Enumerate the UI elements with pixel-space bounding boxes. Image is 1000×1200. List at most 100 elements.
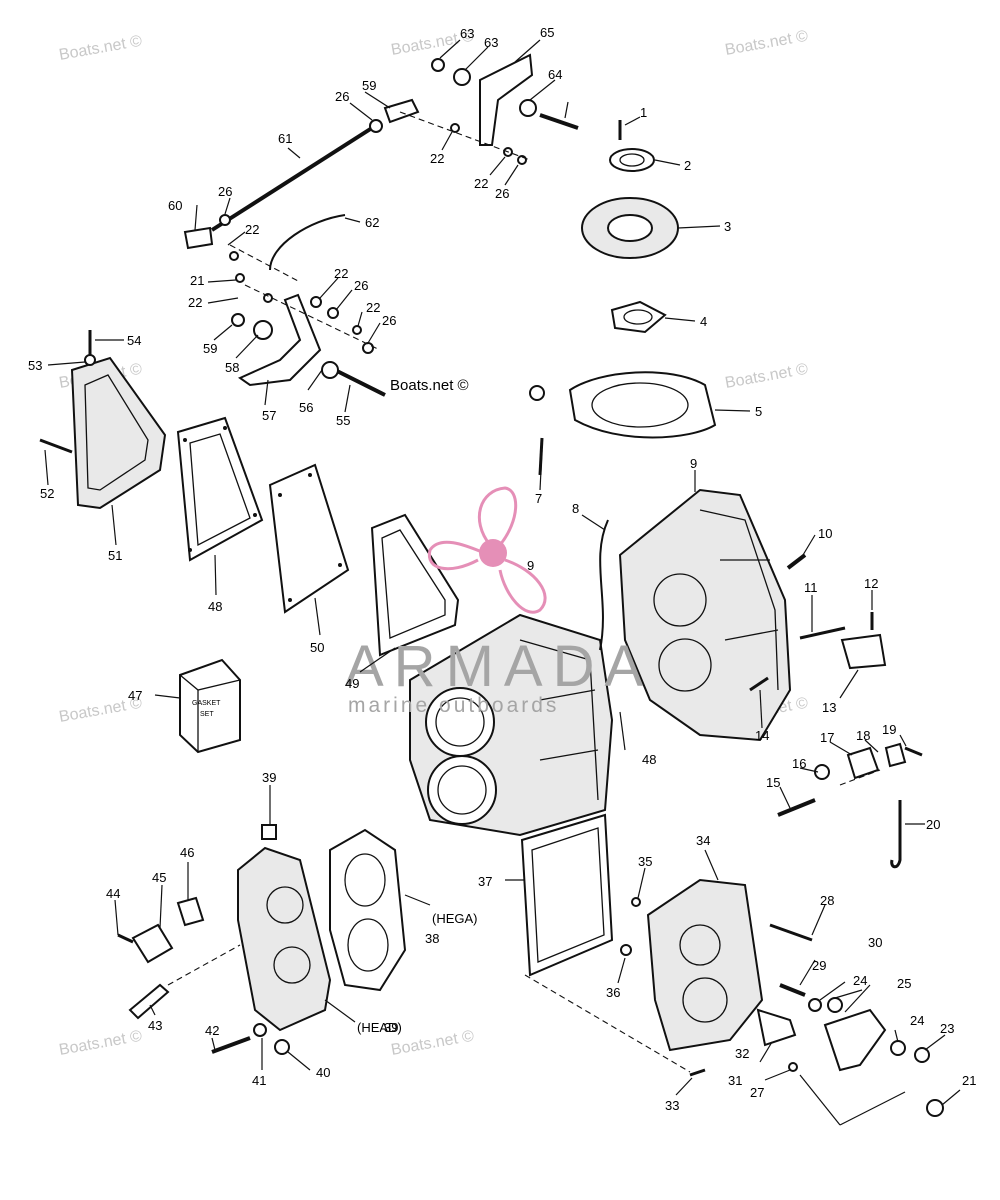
divider-plate	[268, 463, 350, 614]
linkage-link	[183, 226, 214, 250]
cover-gasket	[176, 416, 264, 562]
bolt	[769, 923, 813, 942]
callout-label: 29	[812, 958, 826, 973]
exhaust-cover-group	[520, 813, 944, 1126]
nut	[362, 342, 374, 354]
callout-label: 22	[474, 176, 488, 191]
callout-label: 26	[354, 278, 368, 293]
cylinder-head	[237, 846, 332, 1032]
callout-label: 22	[245, 222, 259, 237]
bolt	[749, 676, 769, 692]
callout-label: 62	[365, 215, 379, 230]
callout-label: 20	[926, 817, 940, 832]
bracket	[846, 746, 880, 780]
screw	[117, 933, 134, 944]
callout-label: 35	[638, 854, 652, 869]
callout-label: 64	[548, 67, 562, 82]
nut	[231, 313, 245, 327]
callout-label: 4	[700, 314, 707, 329]
washer	[253, 320, 273, 340]
callout-label: 48	[642, 752, 656, 767]
callout-label: 55	[336, 413, 350, 428]
exhaust-gasket	[520, 813, 614, 977]
callout-label: 60	[168, 198, 182, 213]
gasket-set-box: GASKET SET	[179, 658, 241, 754]
head-bolt	[211, 1036, 251, 1054]
washer	[814, 764, 830, 780]
callout-label: 47	[128, 688, 142, 703]
callout-label: 59	[362, 78, 376, 93]
callout-label: 14	[755, 728, 769, 743]
callout-label: (HEGA)	[432, 911, 478, 926]
callout-label: 26	[382, 313, 396, 328]
nut	[327, 307, 339, 319]
watermark: Boats.net ©	[58, 1028, 144, 1059]
linkage-rod	[210, 126, 374, 232]
callout-label: 40	[316, 1065, 330, 1080]
callout-label: 12	[864, 576, 878, 591]
washer	[827, 997, 843, 1013]
clamp	[840, 633, 887, 670]
callout-label: 1	[640, 105, 647, 120]
callout-label: 41	[252, 1073, 266, 1088]
callout-label: (HEAD)	[357, 1020, 402, 1035]
logo-brand: ARMADA	[345, 634, 653, 699]
pin	[620, 944, 632, 956]
logo-tagline: marine outboards	[348, 694, 559, 717]
linkage-link	[383, 98, 420, 124]
relief-valve-plate	[823, 1008, 887, 1072]
thermostat-cover	[131, 923, 174, 964]
callout-label: 30	[868, 935, 882, 950]
watermark: Boats.net ©	[58, 33, 144, 64]
washer	[529, 385, 545, 401]
callout-label: 21	[962, 1073, 976, 1088]
callout-label: 24	[853, 973, 867, 988]
callout-label: 43	[148, 1018, 162, 1033]
transfer-port-cover	[70, 356, 167, 510]
callout-label: 45	[152, 870, 166, 885]
callout-label: 8	[572, 501, 579, 516]
watermark: Boats.net ©	[390, 1028, 476, 1059]
callout-label: 48	[208, 599, 222, 614]
callout-label: 16	[792, 756, 806, 771]
bolt	[777, 798, 816, 817]
leader-lines	[44, 39, 961, 1106]
callout-label: 63	[460, 26, 474, 41]
callout-label: 44	[106, 886, 120, 901]
callout-label: 3	[724, 219, 731, 234]
callout-label: 58	[225, 360, 239, 375]
washer	[788, 1062, 798, 1072]
callout-label: 15	[766, 775, 780, 790]
screw	[904, 746, 923, 757]
spring	[756, 1008, 797, 1047]
callout-label: 10	[818, 526, 832, 541]
callout-label: 34	[696, 833, 710, 848]
callout-label: 49	[345, 676, 359, 691]
plug	[274, 1039, 290, 1055]
callout-label: 52	[40, 486, 54, 501]
watermark: Boats.net ©	[724, 361, 810, 392]
callout-label: 9	[527, 558, 534, 573]
nut	[369, 119, 383, 133]
washer	[450, 123, 460, 133]
washer	[310, 296, 322, 308]
callout-label: 26	[495, 186, 509, 201]
callout-label: 22	[366, 300, 380, 315]
throttle-lever	[237, 293, 322, 387]
housing-gasket	[610, 300, 667, 334]
throttle-linkage-group	[183, 53, 579, 397]
washer	[453, 68, 471, 86]
callout-label: 22	[188, 295, 202, 310]
washer	[253, 1023, 267, 1037]
callout-labels: 1 2 3 4 5 7 8 9 9 10 11 12 13 14 15 16 1…	[28, 25, 976, 1113]
wire-hook	[890, 800, 902, 869]
callout-label: 17	[820, 730, 834, 745]
washer	[84, 354, 96, 366]
bracket-bolt	[539, 113, 579, 130]
washer	[890, 1040, 906, 1056]
callout-label: 27	[750, 1085, 764, 1100]
callout-label: 54	[127, 333, 141, 348]
callout-label: 2	[684, 158, 691, 173]
pin	[631, 897, 641, 907]
